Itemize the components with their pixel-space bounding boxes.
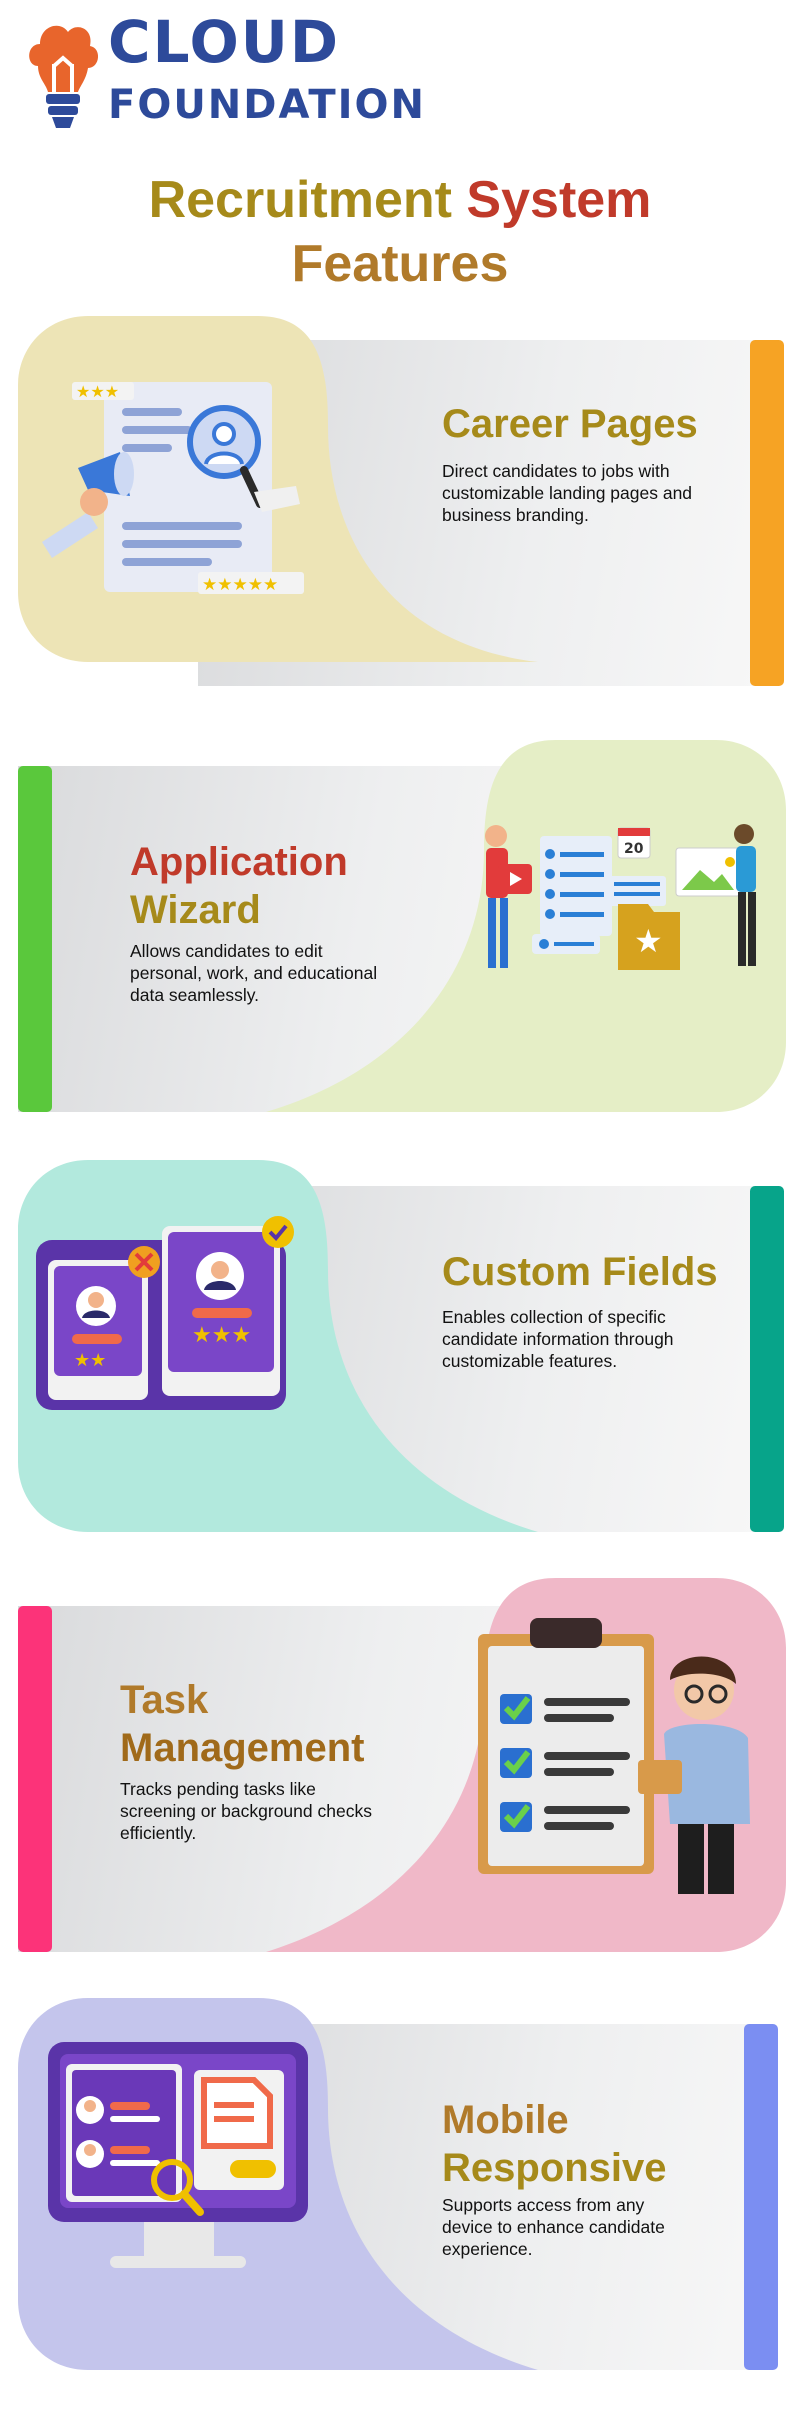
feature-title: Task Management — [120, 1676, 365, 1772]
svg-text:★★★: ★★★ — [76, 382, 119, 401]
svg-text:★★★: ★★★ — [192, 1323, 251, 1348]
logo-line2: FOUNDATION — [108, 82, 426, 128]
feature-title-line2: Responsive — [442, 2146, 667, 2190]
feature-card-career-pages: ★★★ ★★★★★ Career Pages Direct candidates… — [18, 316, 786, 686]
feature-title-line2: Management — [120, 1726, 365, 1770]
feature-title: Custom Fields — [442, 1250, 718, 1294]
logo: CLOUD FOUNDATION — [0, 0, 520, 140]
page-title-line1: Recruitment System — [0, 168, 800, 232]
task-management-illustration — [478, 1618, 750, 1894]
feature-title-line2: Wizard — [130, 888, 261, 932]
feature-title: Career Pages — [442, 402, 698, 446]
accent-bar — [18, 1606, 52, 1952]
custom-fields-illustration: ★★ ★★★ — [36, 1216, 294, 1410]
logo-line1: CLOUD — [108, 8, 341, 76]
feature-description: Direct candidates to jobs with customiza… — [442, 461, 693, 525]
feature-title-line1: Application — [130, 840, 348, 884]
feature-card-custom-fields: ★★ ★★★ Custom Fields Enables collection … — [18, 1160, 786, 1532]
card-blob — [266, 740, 786, 1112]
career-pages-illustration: ★★★ ★★★★★ — [42, 382, 304, 595]
application-wizard-illustration: 20 ★ — [485, 824, 756, 970]
svg-text:★★★★★: ★★★★★ — [202, 575, 278, 595]
calendar-day: 20 — [624, 841, 644, 857]
page-title-line2: Features — [291, 235, 509, 293]
feature-title-line1: Mobile — [442, 2098, 569, 2142]
feature-description: Supports access from any device to enhan… — [442, 2195, 665, 2259]
svg-text:★★: ★★ — [74, 1350, 106, 1371]
feature-description: Enables collection of specific candidate… — [442, 1307, 674, 1371]
feature-card-mobile-responsive: Mobile Responsive Supports access from a… — [18, 1998, 786, 2370]
feature-title: Application Wizard — [130, 838, 348, 934]
feature-description: Tracks pending tasks like screening or b… — [120, 1779, 372, 1843]
mobile-responsive-illustration — [48, 2042, 308, 2268]
title-word-recruitment: Recruitment — [148, 171, 452, 229]
svg-text:★: ★ — [634, 922, 663, 960]
accent-bar — [18, 766, 52, 1112]
lightbulb-cloud-icon — [29, 25, 99, 128]
feature-description: Allows candidates to edit personal, work… — [130, 941, 378, 1005]
feature-title-line1: Task — [120, 1678, 209, 1722]
accent-bar — [750, 340, 784, 686]
feature-card-task-management: Task Management Tracks pending tasks lik… — [18, 1578, 786, 1952]
feature-card-application-wizard: 20 ★ Application Wizard Allows candidate… — [18, 740, 786, 1112]
accent-bar — [744, 2024, 778, 2370]
feature-title: Mobile Responsive — [442, 2096, 667, 2192]
title-word-system: System — [466, 171, 652, 229]
accent-bar — [750, 1186, 784, 1532]
